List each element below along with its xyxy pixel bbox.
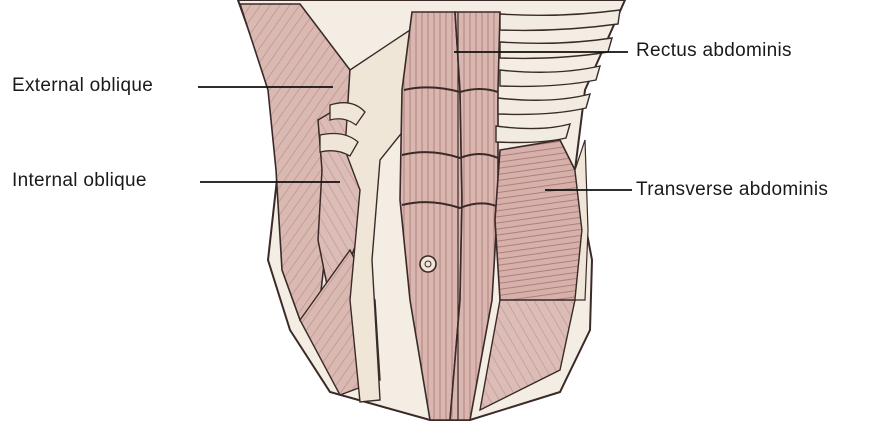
label-rectus-abdominis: Rectus abdominis [636, 40, 792, 62]
label-transverse-abdominis: Transverse abdominis [636, 179, 828, 201]
transverse-abdominis-muscle [495, 140, 582, 310]
label-internal-oblique: Internal oblique [12, 170, 147, 192]
label-external-oblique: External oblique [12, 75, 153, 97]
